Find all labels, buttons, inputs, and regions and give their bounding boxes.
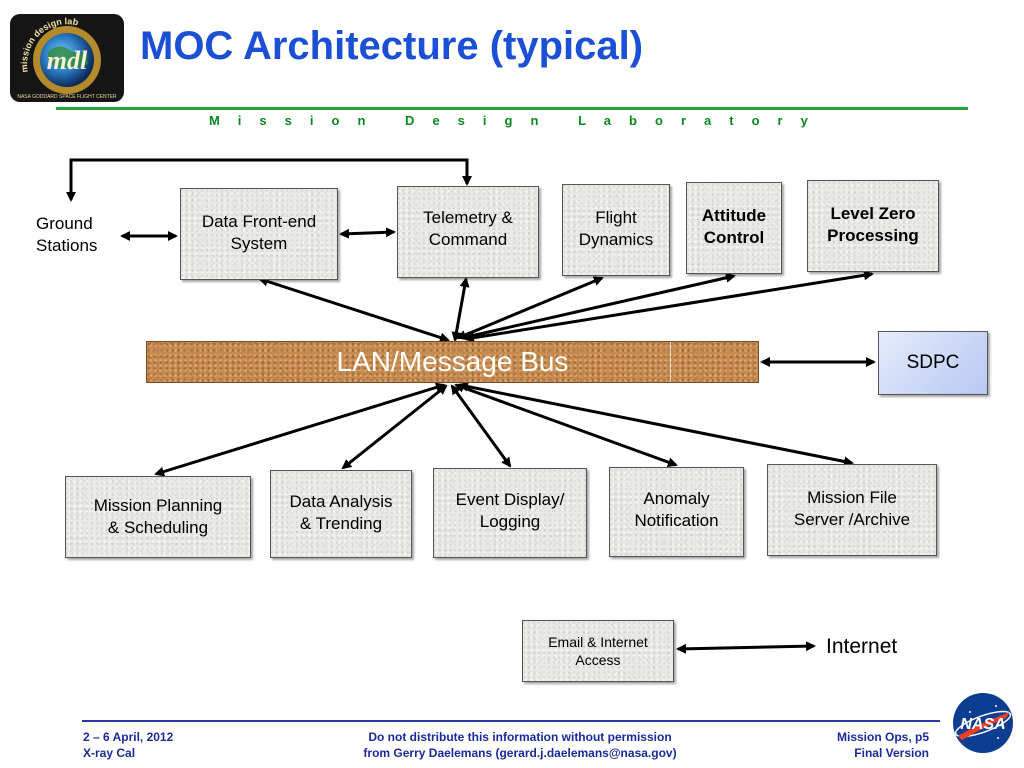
sdpc-box: SDPC bbox=[878, 331, 988, 395]
event-display-box: Event Display/ Logging bbox=[433, 468, 587, 558]
logo-bottom-text: NASA GODDARD SPACE FLIGHT CENTER bbox=[17, 94, 117, 100]
page-title: MOC Architecture (typical) bbox=[140, 24, 644, 68]
mission-file-box: Mission File Server /Archive bbox=[767, 464, 937, 556]
data-front-end-box: Data Front-end System bbox=[180, 188, 338, 280]
internet-label: Internet bbox=[826, 635, 898, 658]
bus-anomaly-arrow bbox=[454, 383, 678, 467]
bus-event-arrow bbox=[450, 384, 512, 468]
nasa-logo: NASA bbox=[948, 690, 1018, 756]
level-zero-box: Level Zero Processing bbox=[807, 180, 939, 272]
footer-event: X-ray Cal bbox=[83, 746, 136, 760]
telemetry-bus-arrow bbox=[451, 277, 470, 342]
bus-planning-arrow bbox=[154, 382, 446, 477]
email-internet-box: Email & Internet Access bbox=[522, 620, 674, 682]
bus-analysis-arrow bbox=[341, 384, 448, 470]
attitude-control-box: Attitude Control bbox=[686, 182, 782, 274]
footer-contact: from Gerry Daelemans (gerard.j.daelemans… bbox=[363, 746, 677, 760]
email-internet-arrow bbox=[676, 641, 816, 654]
footer-date: 2 – 6 April, 2012 bbox=[83, 730, 174, 744]
levelzero-bus-arrow bbox=[464, 270, 874, 343]
header-rule bbox=[56, 107, 968, 110]
footer-page: Mission Ops, p5 bbox=[836, 730, 929, 744]
dfe-bus-arrow bbox=[258, 276, 450, 343]
bus-missionfile-arrow bbox=[458, 381, 854, 467]
attitude-bus-arrow bbox=[460, 272, 736, 342]
lan-message-bus: LAN/Message Bus bbox=[146, 341, 759, 383]
footer-center: Do not distribute this information witho… bbox=[300, 729, 740, 761]
mdl-logo-icon: mission design lab mdl NASA GODDARD SPAC… bbox=[10, 14, 124, 102]
mdl-logo: mission design lab mdl NASA GODDARD SPAC… bbox=[8, 12, 126, 104]
flight-dynamics-box: Flight Dynamics bbox=[562, 184, 670, 276]
loop-arrow bbox=[66, 158, 472, 202]
footer-left: 2 – 6 April, 2012 X-ray Cal bbox=[83, 729, 173, 761]
telemetry-command-box: Telemetry & Command bbox=[397, 186, 539, 278]
dfe-telemetry-arrow bbox=[339, 227, 396, 239]
footer-right: Mission Ops, p5 Final Version bbox=[760, 729, 929, 761]
logo-mark: mdl bbox=[47, 46, 88, 75]
data-analysis-box: Data Analysis & Trending bbox=[270, 470, 412, 558]
footer-version: Final Version bbox=[854, 746, 929, 760]
nasa-logo-text: NASA bbox=[960, 716, 1005, 733]
page-subtitle: M i s s i o n D e s i g n L a b o r a t … bbox=[208, 113, 816, 128]
ground-stations-label: Ground Stations bbox=[36, 214, 98, 255]
footer-notice: Do not distribute this information witho… bbox=[368, 730, 672, 744]
footer-rule bbox=[82, 720, 940, 722]
bus-label: LAN/Message Bus bbox=[336, 346, 569, 377]
mission-planning-box: Mission Planning & Scheduling bbox=[65, 476, 251, 558]
bus-divider bbox=[670, 342, 671, 382]
nasa-logo-icon: NASA bbox=[953, 693, 1013, 753]
anomaly-notification-box: Anomaly Notification bbox=[609, 467, 744, 557]
